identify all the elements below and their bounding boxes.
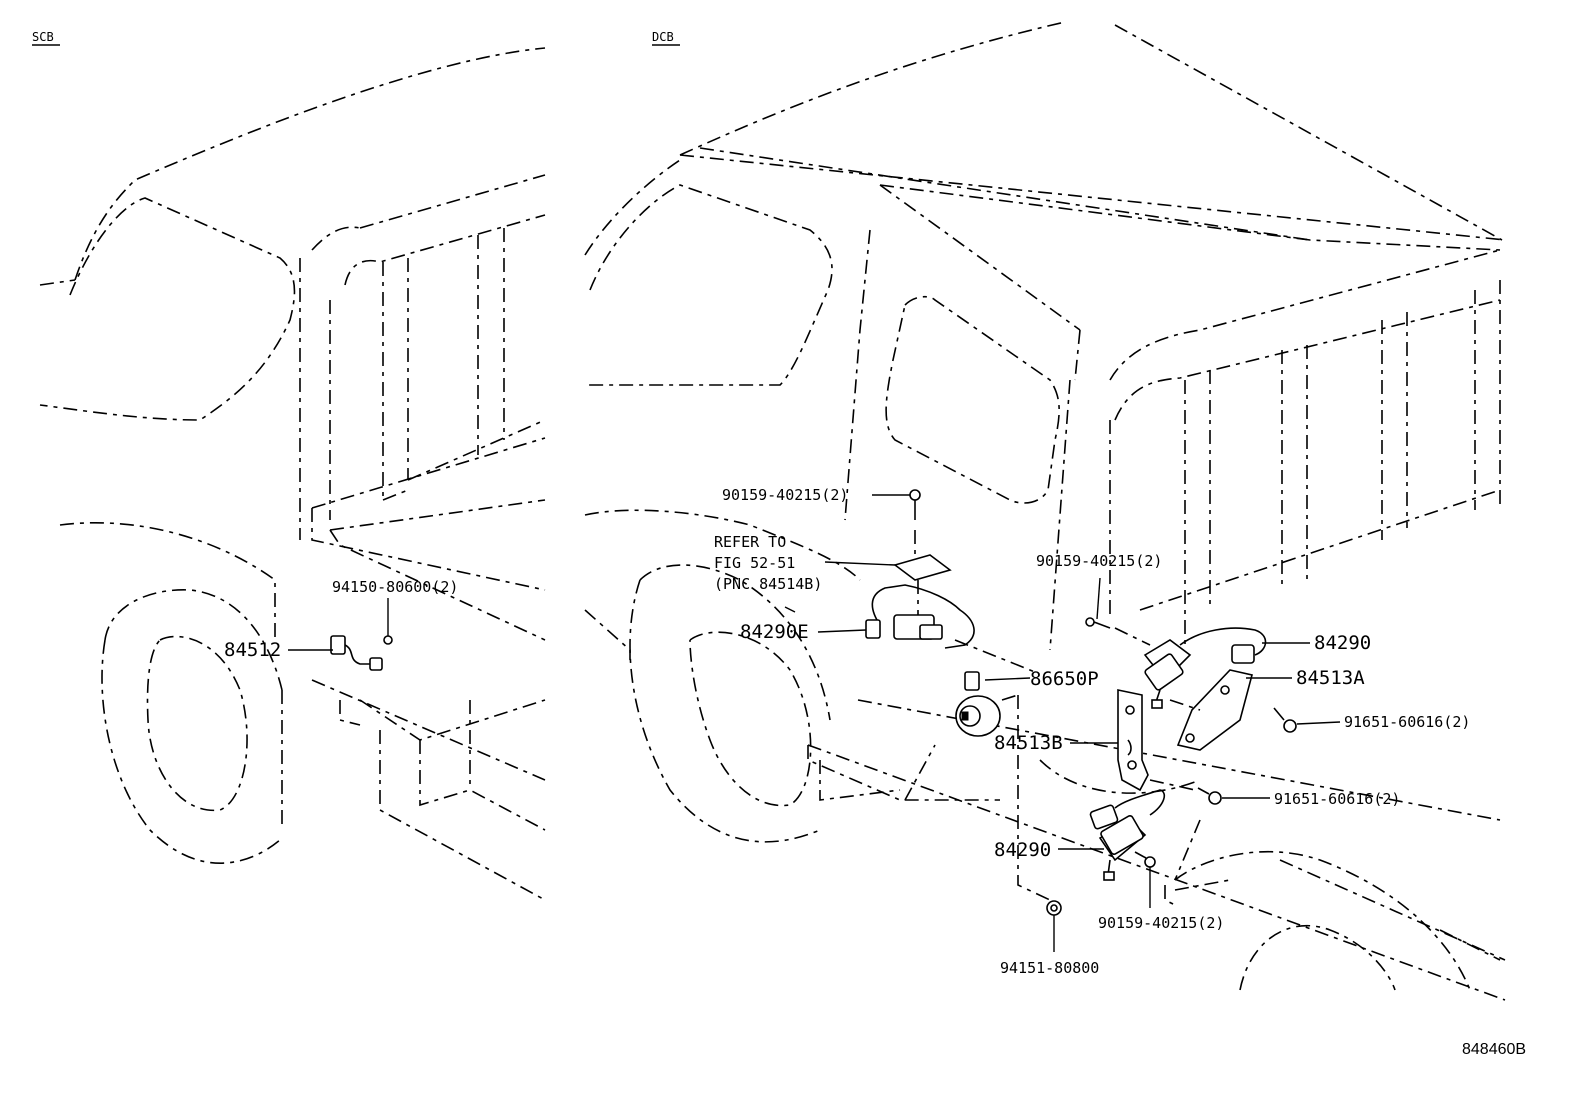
callout-buzzer: 86650P [1030, 668, 1099, 690]
callout-bolt-91651-b: 91651-60616(2) [1274, 790, 1400, 808]
dcb-bracket-84513a [1169, 669, 1253, 751]
callout-nut-lower: 94151-80800 [1000, 959, 1099, 977]
callout-bolt-91651-a: 91651-60616(2) [1344, 713, 1470, 731]
dcb-top-bolt-bracket [865, 489, 1036, 673]
callout-switch-right: 84290 [1314, 632, 1371, 654]
dcb-nut-lower [1046, 900, 1062, 952]
dcb-mid-bolt [1085, 577, 1151, 646]
dcb-buzzer-86650p [955, 671, 1051, 901]
callout-refer-line1: REFER TO [714, 533, 786, 551]
panel-label-dcb: DCB [652, 30, 674, 44]
figure-code: 848460B [1462, 1041, 1526, 1058]
callout-bolt-mid: 90159-40215(2) [1036, 552, 1162, 570]
callout-dcb-bolt-top: 90159-40215(2) [722, 486, 848, 504]
callout-switch-lower: 84290 [994, 839, 1051, 861]
callout-scb-bolt: 94150-80600(2) [332, 578, 458, 596]
dcb-bolt-91651-a [1273, 707, 1297, 733]
callout-switch-e: 84290E [740, 621, 809, 643]
callout-scb-sensor: 84512 [224, 639, 281, 661]
scb-sensor-84512 [330, 598, 393, 671]
dcb-bolt-91651-b [1149, 779, 1222, 805]
callout-bracket-a: 84513A [1296, 667, 1365, 689]
callout-refer-line2: FIG 52-51 [714, 554, 795, 572]
dcb-switch-84290-lower [1089, 789, 1166, 881]
callout-bolt-lower: 90159-40215(2) [1098, 914, 1224, 932]
callout-bracket-b: 84513B [994, 732, 1063, 754]
dcb-bolt-lower [1134, 851, 1156, 908]
dcb-bracket-84513b [1117, 689, 1149, 792]
scb-vehicle-outline [39, 47, 546, 901]
dcb-switch-84290-right [1143, 627, 1267, 709]
dcb-vehicle-outline [584, 21, 1506, 1001]
panel-label-scb: SCB [32, 30, 54, 44]
callout-refer-line3: (PNC 84514B) [714, 575, 822, 593]
